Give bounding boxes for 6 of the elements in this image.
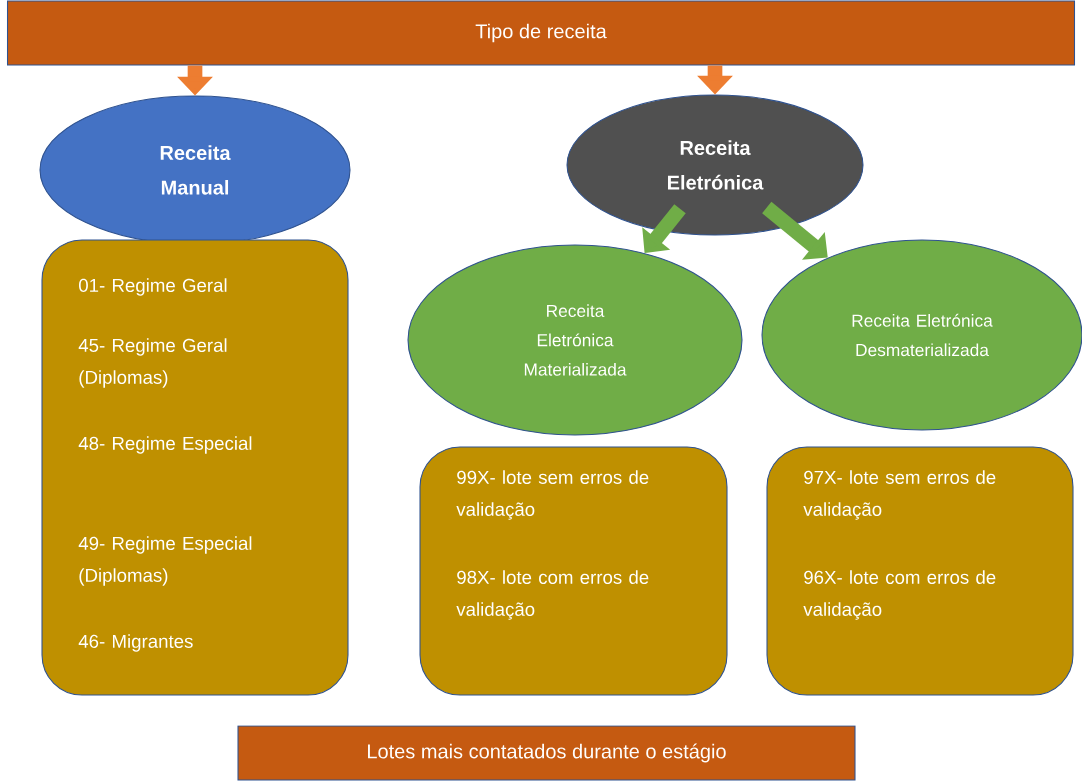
list-box: 97X- lote sem erros de validação 96X- lote com erros de validação [766, 446, 1074, 696]
list-box: 01- Regime Geral 45- Regime Geral (Diplomas) 48- Regime Especial 49- Regime Especial (Diplomas) 46- Migrantes [41, 239, 349, 696]
footer-bar: Lotes mais contatados durante o estágio [237, 725, 856, 781]
block-arrow [762, 201, 828, 260]
list-box: 99X- lote sem erros de validação 98X- lote com erros de validação [419, 446, 728, 696]
title-bar: Tipo de receita [6, 0, 1076, 66]
